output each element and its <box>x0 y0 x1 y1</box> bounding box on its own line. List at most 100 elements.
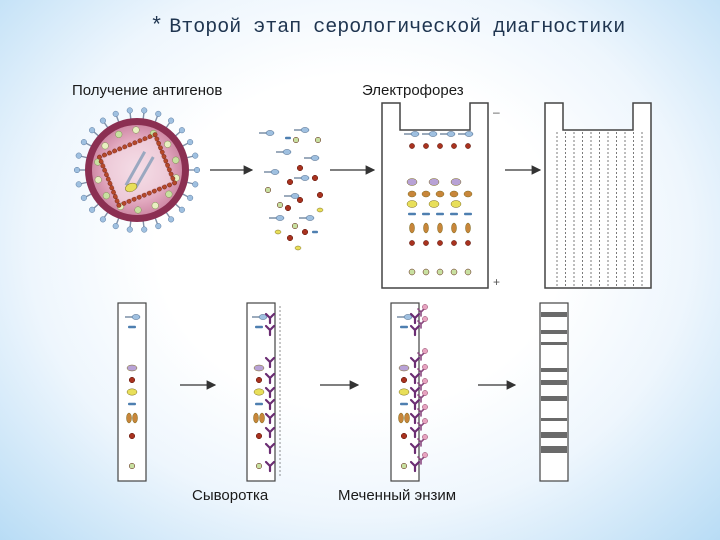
enzyme-labeled-antibody <box>417 404 428 417</box>
antigen-dot <box>296 196 304 204</box>
antigen-dot <box>286 234 294 242</box>
result-band <box>541 446 567 453</box>
secondary-antibody-shape <box>417 438 425 447</box>
antibody-shape <box>409 398 421 411</box>
enzyme-strip <box>390 302 428 482</box>
antibody-shape <box>264 356 276 369</box>
matrix-protein <box>132 126 140 134</box>
antibody <box>409 372 421 385</box>
antigen-dot <box>255 462 263 470</box>
spike-head <box>155 223 162 230</box>
gel-plus-sign: + <box>493 275 500 289</box>
matrix-protein <box>134 206 142 214</box>
enzyme-label <box>422 348 428 354</box>
antigen-oval <box>398 388 410 396</box>
antigen-dot <box>464 268 472 276</box>
antigen-head <box>131 314 141 320</box>
antibody-shape <box>409 412 421 425</box>
result-band <box>541 380 567 385</box>
antibody-shape <box>264 398 276 411</box>
spike-head <box>99 216 106 223</box>
antigen-dot <box>314 136 322 144</box>
antibody-shape <box>409 372 421 385</box>
antibody <box>264 426 276 439</box>
enzyme-labeled-antibody <box>417 364 428 377</box>
antibody <box>264 372 276 385</box>
spike-head <box>187 194 194 201</box>
secondary-antibody-shape <box>417 456 425 465</box>
matrix-protein <box>164 140 172 148</box>
antigen-oval <box>406 200 418 208</box>
spike-head <box>126 107 133 114</box>
result-band <box>541 418 567 421</box>
label-serum: Сыворотка <box>192 487 269 504</box>
spike-head <box>89 127 96 134</box>
antigen-oval <box>421 190 431 198</box>
antigen-head <box>410 131 420 137</box>
enzyme-labeled-antibody <box>417 378 428 391</box>
antigen-head <box>464 131 474 137</box>
antigen-oval <box>406 178 418 186</box>
spike-head <box>99 117 106 124</box>
matrix-protein <box>115 130 123 138</box>
antibody <box>264 460 276 473</box>
antigen-dot <box>450 268 458 276</box>
antigen-dot <box>255 376 263 384</box>
antigen-dash <box>422 212 430 216</box>
antigen-dot <box>284 204 292 212</box>
antigen-dot <box>128 432 136 440</box>
gel-antigen-bands <box>404 131 474 276</box>
gel-lanes <box>556 132 643 286</box>
secondary-antibody-shape <box>417 352 425 361</box>
antigen-head <box>428 131 438 137</box>
antigen-dot <box>292 136 300 144</box>
antigen-oval <box>437 222 443 234</box>
matrix-protein <box>94 176 102 184</box>
spike-head <box>75 181 82 188</box>
antibody-shape <box>264 426 276 439</box>
antigen-head <box>282 149 292 155</box>
antibody <box>409 460 421 473</box>
antigen-head <box>403 314 413 320</box>
matrix-protein <box>151 202 159 210</box>
secondary-antibody-shape <box>417 308 425 317</box>
matrix-protein <box>102 192 110 200</box>
rna-strand <box>134 156 155 189</box>
result-band <box>541 312 567 317</box>
antigen-dot <box>311 174 319 182</box>
electrophoresis-gel: – + <box>381 102 500 289</box>
spike-head <box>141 226 148 233</box>
lane-gel-outline <box>544 102 652 289</box>
title-text: Второй этап серологической диагностики <box>169 16 626 39</box>
antibody <box>409 398 421 411</box>
antibody-shape <box>409 386 421 399</box>
spike-head <box>80 139 87 146</box>
antigen-oval <box>449 190 459 198</box>
antigen-dash <box>128 402 136 406</box>
secondary-antibody-shape <box>417 408 425 417</box>
result-band <box>541 368 567 372</box>
antibody <box>409 426 421 439</box>
antibody-shape <box>409 356 421 369</box>
enzyme-labeled-antibody <box>417 452 428 465</box>
antigen-oval <box>253 364 265 372</box>
antigen-dot <box>400 462 408 470</box>
antigen-dot <box>423 240 429 246</box>
enzyme-labeled-antibody <box>417 304 428 317</box>
capsid-subunit <box>152 132 158 138</box>
capsid-subunit <box>116 202 122 208</box>
antigen-oval <box>316 207 324 213</box>
spike-head <box>80 194 87 201</box>
antibody <box>264 398 276 411</box>
antibody-shape <box>409 324 421 337</box>
antibody-shape <box>409 312 421 325</box>
spike-head <box>112 223 119 230</box>
matrix-protein <box>165 190 173 198</box>
antibody <box>409 312 421 325</box>
enzyme-labeled-antibody <box>417 390 428 403</box>
antigen-dot <box>451 240 457 246</box>
capsid-core <box>102 137 172 203</box>
antibody-shape <box>264 324 276 337</box>
antigen-dot <box>276 201 284 209</box>
antibody <box>409 324 421 337</box>
